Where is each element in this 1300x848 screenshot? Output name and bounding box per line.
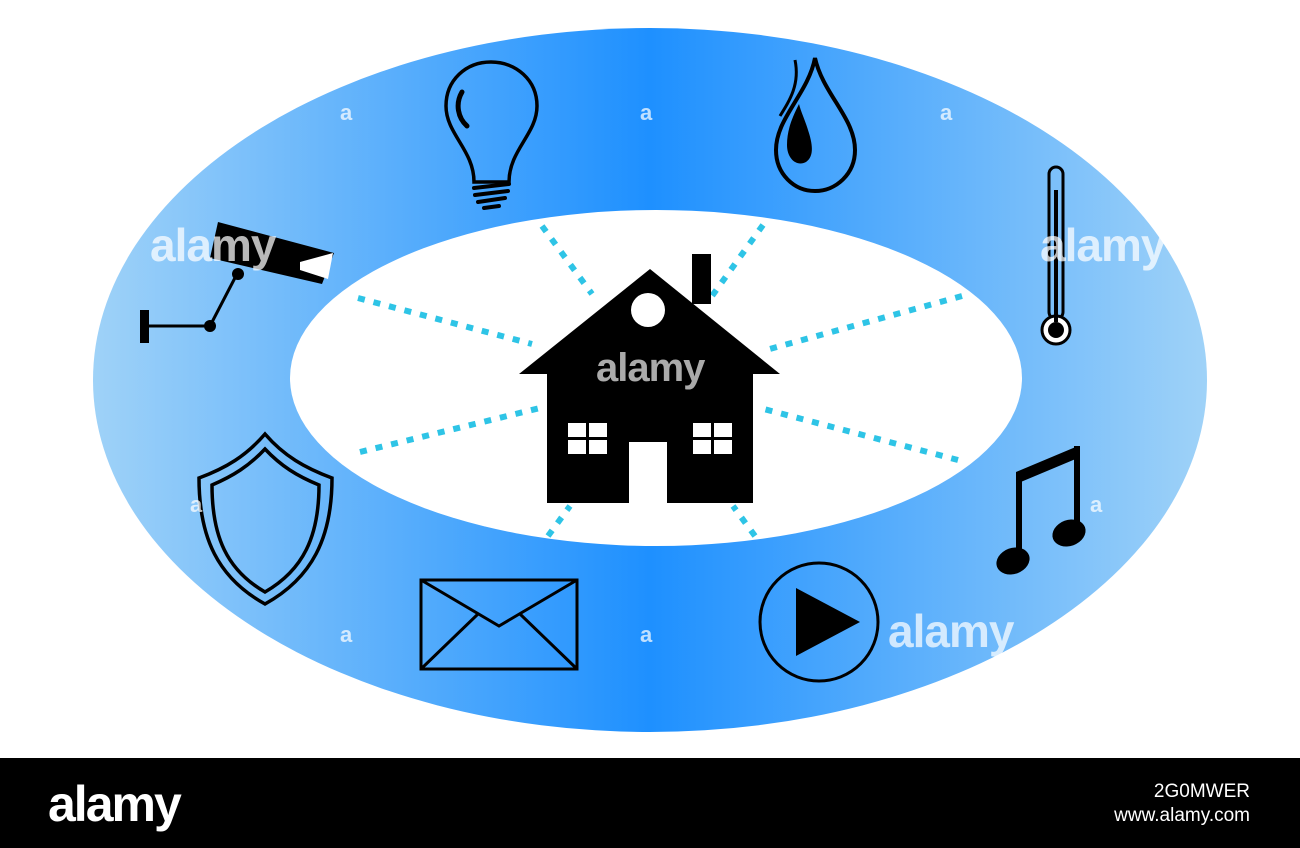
connector-line <box>539 224 595 296</box>
footer-image-info: 2G0MWER www.alamy.com <box>1114 780 1250 828</box>
envelope-icon <box>419 578 579 671</box>
site-url: www.alamy.com <box>1114 805 1250 826</box>
image-id: 2G0MWER <box>1153 781 1250 802</box>
shield-icon <box>197 431 334 607</box>
connector-line <box>765 293 963 353</box>
play-button-icon <box>758 561 880 683</box>
watermark-text: alamy <box>150 219 276 271</box>
footer-logo: alamy <box>48 776 182 832</box>
watermark-text: alamy <box>888 605 1014 657</box>
watermark-text: alamy <box>1040 219 1166 271</box>
watermark-letter: a <box>340 100 352 125</box>
light-bulb-icon <box>444 60 539 210</box>
connector-line <box>759 405 959 463</box>
smart-home-diagram: alamy alamy alamy alamy a a a a a a a <box>93 28 1207 732</box>
connector-line <box>730 504 758 538</box>
connector-line <box>545 504 573 538</box>
watermark-letter: a <box>940 100 952 125</box>
connector-line <box>357 295 533 347</box>
thermometer-icon <box>1040 165 1072 346</box>
watermark-letter: a <box>190 492 202 517</box>
house-window-right <box>693 423 732 454</box>
connector-lines <box>357 223 963 538</box>
watermark-text: alamy <box>596 346 705 390</box>
watermark-letter: a <box>1090 492 1102 517</box>
music-note-icon <box>996 446 1086 575</box>
house-icon <box>519 254 780 503</box>
watermark-letter: a <box>340 622 352 647</box>
water-drop-icon <box>773 57 858 194</box>
footer-bar: alamy 2G0MWER www.alamy.com <box>0 758 1300 848</box>
watermark-letter: a <box>640 622 652 647</box>
security-camera-icon <box>140 222 334 343</box>
diagram-canvas <box>93 28 1207 732</box>
house-window-left <box>568 423 607 454</box>
watermark-letter: a <box>640 100 652 125</box>
